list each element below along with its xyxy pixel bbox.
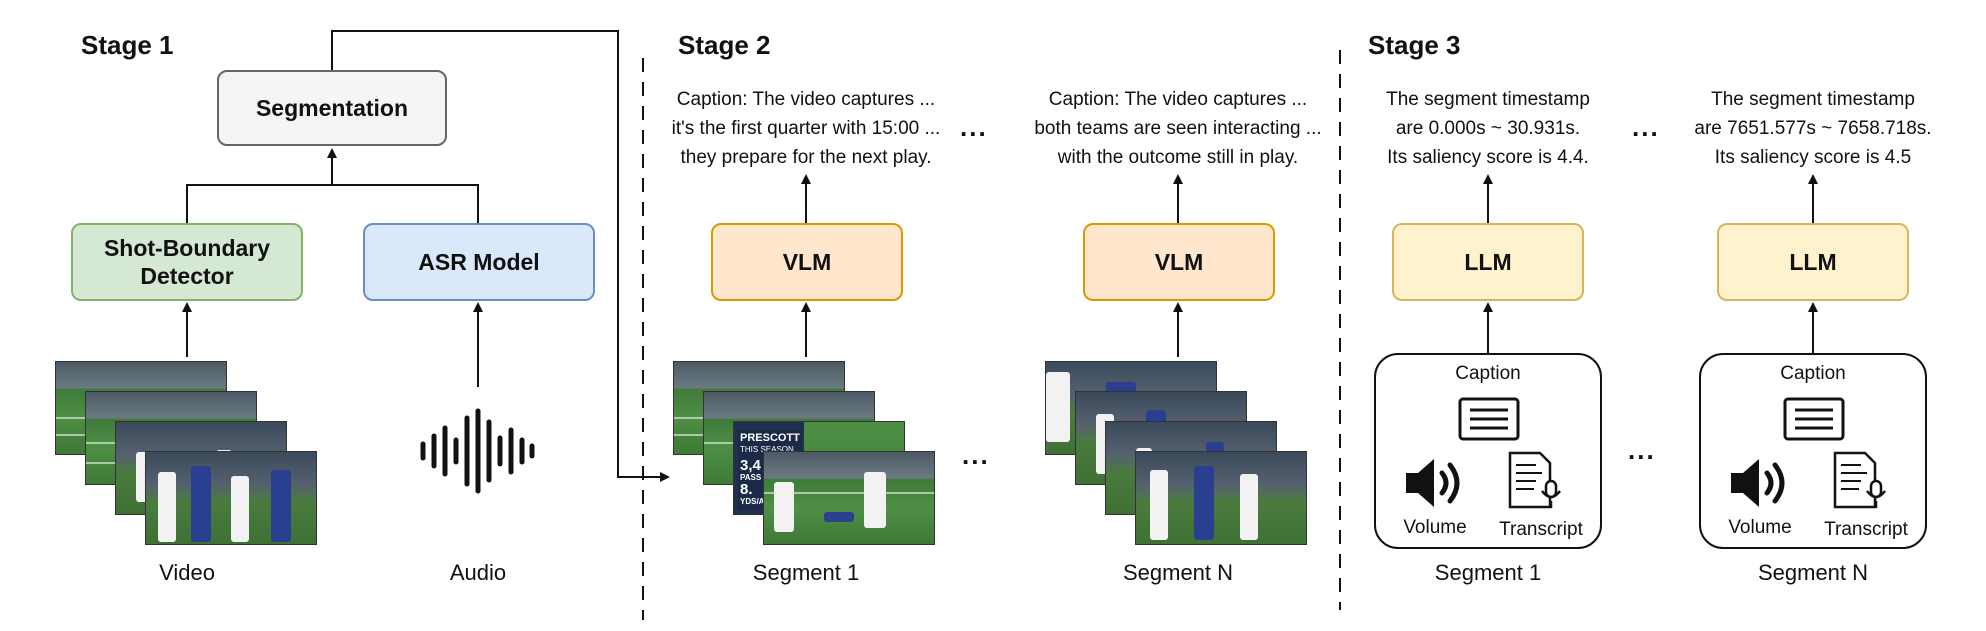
segment-1-llm-output: The segment timestamp are 0.000s ~ 30.93… [1338, 85, 1638, 172]
stage2-ellipsis-bottom: ... [962, 440, 990, 470]
caption-line: they prepare for the next play. [680, 147, 932, 168]
stage2-segment-n-label: Segment N [1122, 560, 1234, 585]
stage3-ellipsis-bottom: ... [1628, 435, 1656, 465]
output-line: The segment timestamp [1711, 89, 1915, 110]
caption-line: Caption: The video captures ... [676, 89, 936, 110]
transcript-mic-icon [1508, 451, 1561, 509]
stage-2-title: Stage 2 [678, 30, 771, 60]
stage-1-title: Stage 1 [81, 30, 174, 60]
segment-n-llm-output: The segment timestamp are 7651.577s ~ 76… [1663, 85, 1963, 172]
output-line: Its saliency score is 4.4. [1387, 147, 1589, 168]
output-line: Its saliency score is 4.5 [1714, 147, 1912, 168]
transcript-label: Transcript [1499, 519, 1583, 540]
vlm-box-segment-n: VLM [1083, 223, 1275, 301]
volume-label: Volume [1403, 517, 1467, 538]
stage3-ellipsis-top: ... [1632, 112, 1660, 142]
segment-n-frame-4 [1135, 451, 1307, 545]
video-label: Video [159, 560, 215, 585]
audio-waveform-icon [420, 408, 535, 494]
caption-line: both teams are seen interacting ... [1034, 118, 1322, 139]
asr-model-box: ASR Model [363, 223, 595, 301]
segment-n-input-panel: Caption Volume Transcript [1699, 353, 1927, 549]
document-lines-icon [1783, 397, 1845, 441]
stage3-segment-1-label: Segment 1 [1434, 560, 1542, 585]
stage3-segment-n-label: Segment N [1757, 560, 1869, 585]
segment-1-frame-4 [763, 451, 935, 545]
stat-sub: THIS SEASON [740, 445, 794, 454]
video-frame-4 [145, 451, 317, 545]
stage2-segment-1-label: Segment 1 [752, 560, 860, 585]
arrow-segmentation-to-stage2 [331, 30, 670, 482]
caption-line: Caption: The video captures ... [1048, 89, 1308, 110]
segmentation-box: Segmentation [217, 70, 447, 146]
segment-1-input-panel: Caption Volume Transcript [1374, 353, 1602, 549]
llm-box-segment-1: LLM [1392, 223, 1584, 301]
llm-box-segment-n: LLM [1717, 223, 1909, 301]
output-line: are 7651.577s ~ 7658.718s. [1694, 118, 1932, 139]
vlm-box-segment-1: VLM [711, 223, 903, 301]
output-line: are 0.000s ~ 30.931s. [1395, 118, 1581, 139]
caption-line: it's the first quarter with 15:00 ... [671, 118, 941, 139]
document-lines-icon [1458, 397, 1520, 441]
stat-value-1: 3,4 [740, 457, 761, 474]
segment-1-caption: Caption: The video captures ... it's the… [656, 85, 956, 172]
transcript-label: Transcript [1824, 519, 1908, 540]
caption-input-label: Caption [1780, 363, 1846, 384]
stat-label-1: PASS [740, 473, 762, 482]
stage-3-title: Stage 3 [1368, 30, 1461, 60]
output-line: The segment timestamp [1386, 89, 1590, 110]
segment-n-caption: Caption: The video captures ... both tea… [1028, 85, 1328, 172]
caption-line: with the outcome still in play. [1057, 147, 1299, 168]
caption-input-label: Caption [1455, 363, 1521, 384]
transcript-mic-icon [1833, 451, 1886, 509]
stat-value-2: 8. [740, 481, 753, 498]
stat-name: PRESCOTT [740, 432, 800, 444]
speaker-volume-icon [1406, 459, 1460, 507]
speaker-volume-icon [1731, 459, 1785, 507]
stat-label-2: YDS/A [740, 497, 765, 506]
audio-label: Audio [449, 560, 507, 585]
shot-boundary-detector-box: Shot-Boundary Detector [71, 223, 303, 301]
merge-line [186, 184, 479, 223]
volume-label: Volume [1728, 517, 1792, 538]
stage2-ellipsis-top: ... [960, 112, 988, 142]
